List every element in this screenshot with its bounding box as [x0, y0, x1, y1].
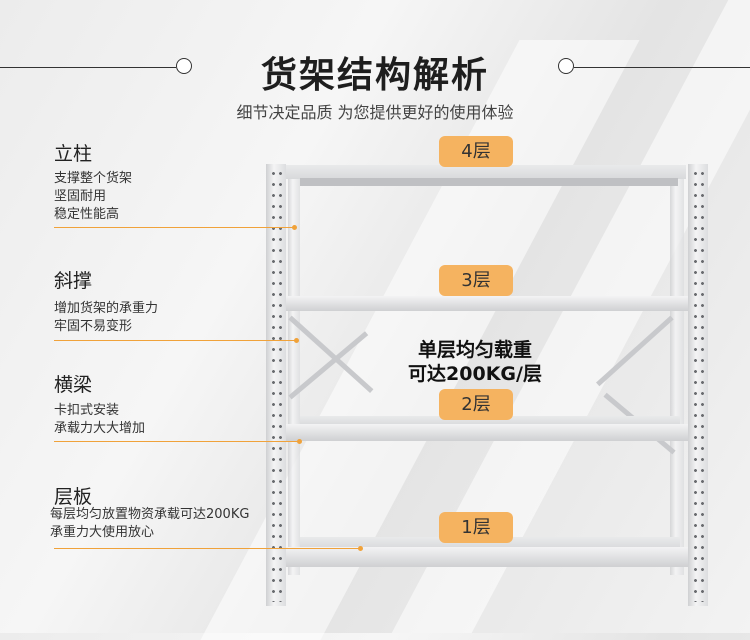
- leader-dot-deck: [358, 546, 363, 551]
- leader-dot-beam: [297, 439, 302, 444]
- shelf-beam-1: [284, 547, 688, 567]
- label-title-brace: 斜撑: [54, 270, 93, 292]
- header-circle-right: [558, 58, 574, 74]
- layer-badge-1: 1层: [439, 512, 513, 543]
- shelf-deck-2: [300, 416, 680, 426]
- header-circle-left: [176, 58, 192, 74]
- leader-line-brace: [54, 340, 296, 341]
- desc-line: 每层均匀放置物资承载可达200KG: [50, 507, 250, 522]
- label-desc-brace: 增加货架的承重力 牢固不易变形: [54, 300, 158, 336]
- shelf-deck-4: [286, 165, 686, 179]
- header-line-right: [574, 67, 750, 68]
- front-post-right: [688, 164, 708, 606]
- layer-badge-3: 3层: [439, 265, 513, 296]
- desc-line: 支撑整个货架: [54, 171, 133, 186]
- load-capacity-note: 单层均匀载重 可达200KG/层: [360, 338, 590, 386]
- shelf-deck-1: [300, 537, 680, 549]
- desc-line: 稳定性能高: [54, 207, 120, 222]
- load-note-line-2: 可达200KG/层: [408, 363, 542, 385]
- label-desc-deck: 每层均匀放置物资承载可达200KG 承重力大使用放心: [50, 506, 249, 542]
- desc-line: 卡扣式安装: [54, 403, 120, 418]
- label-title-beam: 横梁: [54, 374, 93, 396]
- shelf-beam-4: [300, 178, 678, 186]
- label-title-deck: 层板: [54, 486, 93, 508]
- back-post-left: [288, 175, 300, 575]
- label-desc-upright: 支撑整个货架 坚固耐用 稳定性能高: [54, 170, 132, 224]
- back-post-right: [670, 175, 684, 575]
- shelf-beam-2: [284, 424, 688, 441]
- front-post-left: [266, 164, 286, 606]
- header-line-left: [0, 67, 176, 68]
- shelf-beam-3: [284, 296, 688, 311]
- leader-line-beam: [54, 441, 299, 442]
- desc-line: 增加货架的承重力: [54, 301, 159, 316]
- leader-line-upright: [54, 227, 294, 228]
- desc-line: 承载力大大增加: [54, 421, 146, 436]
- load-note-line-1: 单层均匀载重: [417, 339, 532, 361]
- desc-line: 坚固耐用: [54, 189, 107, 204]
- page-subtitle: 细节决定品质 为您提供更好的使用体验: [236, 103, 514, 122]
- desc-line: 牢固不易变形: [54, 319, 133, 334]
- leader-dot-brace: [294, 338, 299, 343]
- leader-dot-upright: [292, 225, 297, 230]
- layer-badge-4: 4层: [439, 136, 513, 167]
- page-title: 货架结构解析: [260, 55, 489, 96]
- label-desc-beam: 卡扣式安装 承载力大大增加: [54, 402, 145, 438]
- layer-badge-2: 2层: [439, 389, 513, 420]
- label-title-upright: 立柱: [54, 143, 93, 165]
- desc-line: 承重力大使用放心: [50, 525, 155, 540]
- leader-line-deck: [54, 548, 360, 549]
